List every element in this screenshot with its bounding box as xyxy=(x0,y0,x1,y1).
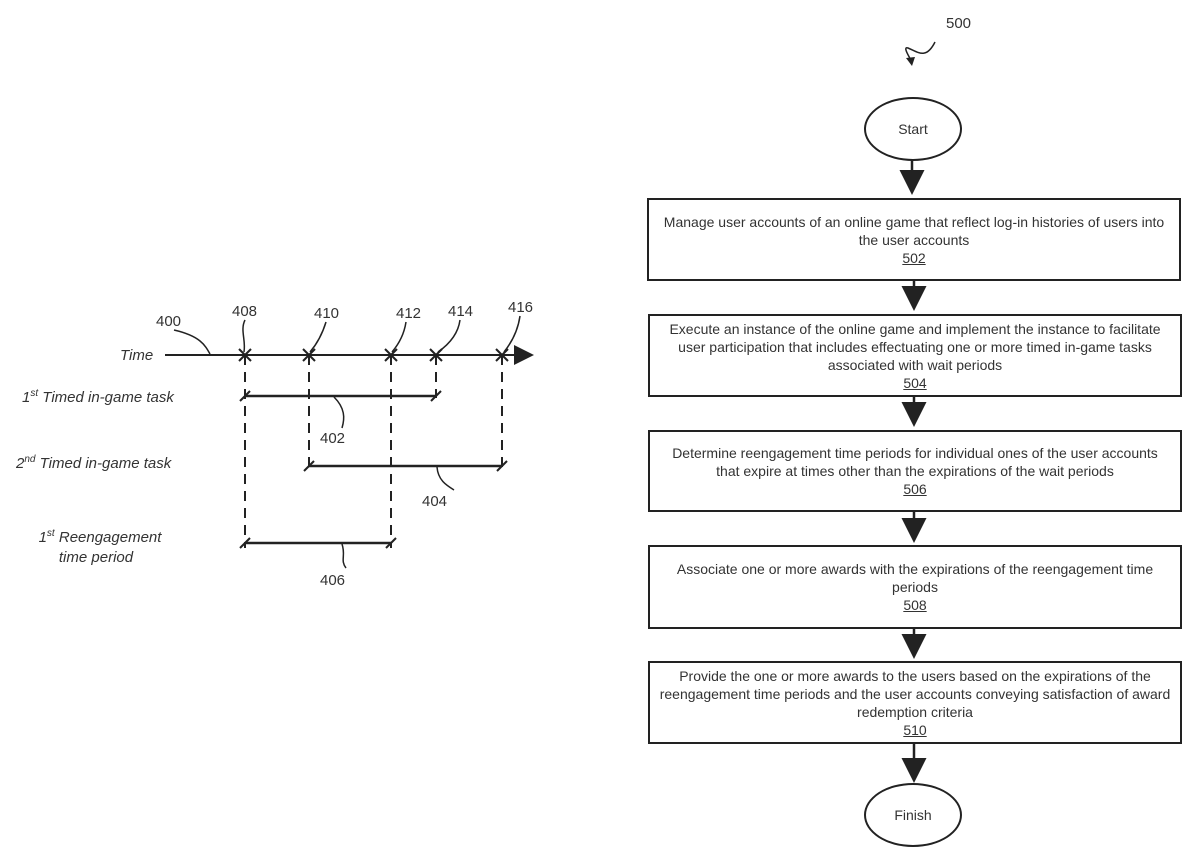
span-ref-406: 406 xyxy=(320,572,345,589)
marker-412: 412 xyxy=(385,305,421,548)
marker-ref-408: 408 xyxy=(232,303,257,320)
span-ref-402: 402 xyxy=(320,430,345,447)
marker-ref-414: 414 xyxy=(448,303,473,320)
step-text: Determine reengagement time periods for … xyxy=(656,444,1174,480)
step-text: Provide the one or more awards to the us… xyxy=(656,667,1174,721)
step-502: Manage user accounts of an online game t… xyxy=(647,198,1181,281)
step-ref: 508 xyxy=(903,596,926,614)
step-text: Execute an instance of the online game a… xyxy=(656,320,1174,374)
finish-label: Finish xyxy=(894,807,931,823)
step-506: Determine reengagement time periods for … xyxy=(648,430,1182,512)
step-text: Associate one or more awards with the ex… xyxy=(656,560,1174,596)
step-ref: 506 xyxy=(903,480,926,498)
time-axis-label: Time xyxy=(120,347,153,364)
row-second-timed-task: 2nd Timed in-game task 404 xyxy=(15,454,507,510)
marker-ref-410: 410 xyxy=(314,305,339,322)
row-label-first-timed-task: 1st Timed in-game task xyxy=(22,388,175,406)
marker-ref-416: 416 xyxy=(508,299,533,316)
step-ref: 502 xyxy=(902,249,925,267)
step-510: Provide the one or more awards to the us… xyxy=(648,661,1182,744)
row-label-second-timed-task: 2nd Timed in-game task xyxy=(15,454,173,472)
figure-ref-500: 500 xyxy=(946,15,971,32)
marker-414: 414 xyxy=(430,303,473,398)
finish-node: Finish xyxy=(864,783,962,847)
marker-408: 408 xyxy=(232,303,257,548)
row-label-first-reengagement-line2: time period xyxy=(59,549,134,566)
start-label: Start xyxy=(898,121,928,137)
start-node: Start xyxy=(864,97,962,161)
step-text: Manage user accounts of an online game t… xyxy=(655,213,1173,249)
marker-416: 416 xyxy=(496,299,533,468)
step-504: Execute an instance of the online game a… xyxy=(648,314,1182,397)
marker-ref-412: 412 xyxy=(396,305,421,322)
span-ref-404: 404 xyxy=(422,493,447,510)
step-ref: 504 xyxy=(903,374,926,392)
step-508: Associate one or more awards with the ex… xyxy=(648,545,1182,629)
leader-line-400 xyxy=(174,330,210,354)
row-label-first-reengagement: 1st Reengagement xyxy=(39,528,163,546)
figure-ref-400: 400 xyxy=(156,313,181,330)
row-first-timed-task: 1st Timed in-game task 402 xyxy=(22,388,441,447)
row-first-reengagement: 1st Reengagement time period 406 xyxy=(39,528,396,589)
step-ref: 510 xyxy=(903,721,926,739)
